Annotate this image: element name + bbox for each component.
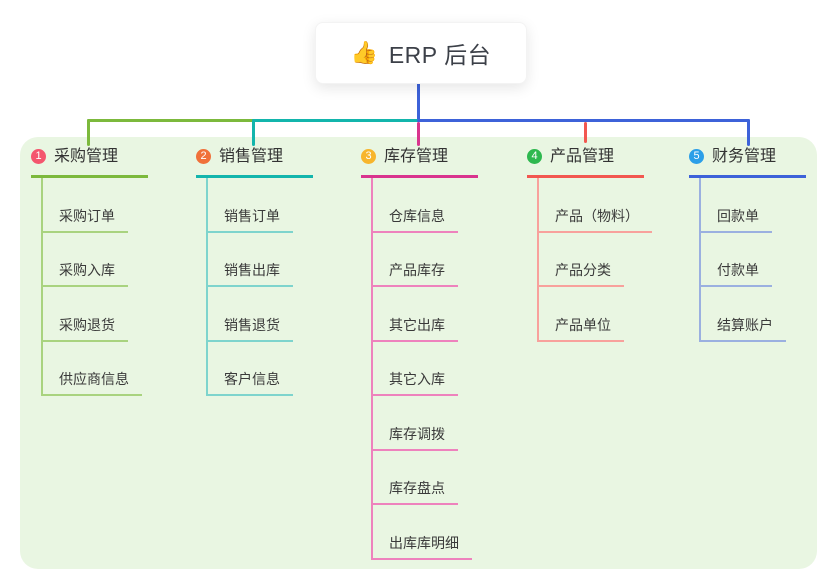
child-node-row: 回款单 — [701, 178, 806, 233]
branch-title-node[interactable]: 3 库存管理 — [361, 147, 478, 178]
child-node-row: 销售订单 — [208, 178, 313, 233]
branch-3: 3 库存管理 仓库信息 产品库存 其它出库 其它入库 库存调拨 库存盘点 出库库… — [361, 147, 478, 560]
branch-drop-line-4 — [584, 122, 587, 143]
branch-drop-line-3 — [417, 122, 420, 146]
branch-title-label: 销售管理 — [219, 148, 284, 165]
branch-title-label: 财务管理 — [712, 148, 777, 165]
child-node[interactable]: 付款单 — [701, 260, 772, 287]
branch-children: 仓库信息 产品库存 其它出库 其它入库 库存调拨 库存盘点 出库库明细 — [371, 178, 478, 560]
child-node[interactable]: 其它入库 — [373, 369, 458, 396]
child-node-row: 采购退货 — [43, 287, 148, 342]
child-node-row: 产品分类 — [539, 233, 652, 287]
child-node[interactable]: 客户信息 — [208, 369, 293, 396]
child-node[interactable]: 供应商信息 — [43, 369, 142, 396]
child-node-row: 产品单位 — [539, 287, 652, 342]
child-node-row: 其它入库 — [373, 342, 478, 396]
child-node[interactable]: 产品分类 — [539, 260, 624, 287]
h-connector-segment-3 — [417, 119, 750, 122]
child-node[interactable]: 产品单位 — [539, 315, 624, 342]
child-node[interactable]: 采购订单 — [43, 206, 128, 233]
h-connector-segment-1 — [87, 119, 255, 122]
child-node[interactable]: 库存盘点 — [373, 478, 458, 505]
child-node-row: 供应商信息 — [43, 342, 148, 396]
child-node[interactable]: 其它出库 — [373, 315, 458, 342]
child-node-row: 其它出库 — [373, 287, 478, 342]
branch-drop-line-1 — [87, 119, 90, 146]
branch-title-node[interactable]: 4 产品管理 — [527, 147, 644, 178]
child-node[interactable]: 销售出库 — [208, 260, 293, 287]
branch-number-badge: 4 — [527, 149, 542, 164]
branch-children: 回款单 付款单 结算账户 — [699, 178, 806, 342]
root-connector-line — [417, 82, 420, 122]
branch-number-badge: 2 — [196, 149, 211, 164]
branch-1: 1 采购管理 采购订单 采购入库 采购退货 供应商信息 — [31, 147, 148, 396]
root-node-label: ERP 后台 — [388, 42, 492, 68]
child-node-row: 产品库存 — [373, 233, 478, 287]
branch-title-node[interactable]: 5 财务管理 — [689, 147, 806, 178]
child-node-row: 库存盘点 — [373, 451, 478, 505]
child-node-row: 客户信息 — [208, 342, 313, 396]
child-node[interactable]: 采购入库 — [43, 260, 128, 287]
branch-children: 销售订单 销售出库 销售退货 客户信息 — [206, 178, 313, 396]
child-node-row: 库存调拨 — [373, 396, 478, 451]
branch-number-badge: 1 — [31, 149, 46, 164]
h-connector-segment-2 — [252, 119, 420, 122]
thumbs-up-icon: 👍 — [350, 40, 379, 65]
branch-title-node[interactable]: 2 销售管理 — [196, 147, 313, 178]
child-node[interactable]: 采购退货 — [43, 315, 128, 342]
child-node-row: 付款单 — [701, 233, 806, 287]
child-node[interactable]: 结算账户 — [701, 315, 786, 342]
branch-drop-line-2 — [252, 119, 255, 146]
branch-4: 4 产品管理 产品（物料） 产品分类 产品单位 — [527, 147, 652, 342]
child-node[interactable]: 产品（物料） — [539, 206, 652, 233]
branch-children: 产品（物料） 产品分类 产品单位 — [537, 178, 652, 342]
child-node-row: 销售退货 — [208, 287, 313, 342]
child-node-row: 销售出库 — [208, 233, 313, 287]
branch-children: 采购订单 采购入库 采购退货 供应商信息 — [41, 178, 148, 396]
branch-number-badge: 3 — [361, 149, 376, 164]
branches-panel — [20, 137, 817, 569]
branch-title-label: 库存管理 — [384, 148, 449, 165]
branch-title-label: 产品管理 — [550, 148, 615, 165]
child-node-row: 出库库明细 — [373, 505, 478, 560]
child-node-row: 采购订单 — [43, 178, 148, 233]
child-node[interactable]: 仓库信息 — [373, 206, 458, 233]
child-node[interactable]: 销售订单 — [208, 206, 293, 233]
child-node-row: 结算账户 — [701, 287, 806, 342]
branch-2: 2 销售管理 销售订单 销售出库 销售退货 客户信息 — [196, 147, 313, 396]
branch-drop-line-5 — [747, 119, 750, 146]
child-node-row: 产品（物料） — [539, 178, 652, 233]
root-node[interactable]: 👍 ERP 后台 — [315, 22, 527, 84]
child-node-row: 仓库信息 — [373, 178, 478, 233]
child-node[interactable]: 库存调拨 — [373, 424, 458, 451]
branch-5: 5 财务管理 回款单 付款单 结算账户 — [689, 147, 806, 342]
child-node-row: 采购入库 — [43, 233, 148, 287]
branch-number-badge: 5 — [689, 149, 704, 164]
child-node[interactable]: 回款单 — [701, 206, 772, 233]
branch-title-node[interactable]: 1 采购管理 — [31, 147, 148, 178]
child-node[interactable]: 出库库明细 — [373, 533, 472, 560]
branch-title-label: 采购管理 — [54, 148, 119, 165]
child-node[interactable]: 产品库存 — [373, 260, 458, 287]
child-node[interactable]: 销售退货 — [208, 315, 293, 342]
